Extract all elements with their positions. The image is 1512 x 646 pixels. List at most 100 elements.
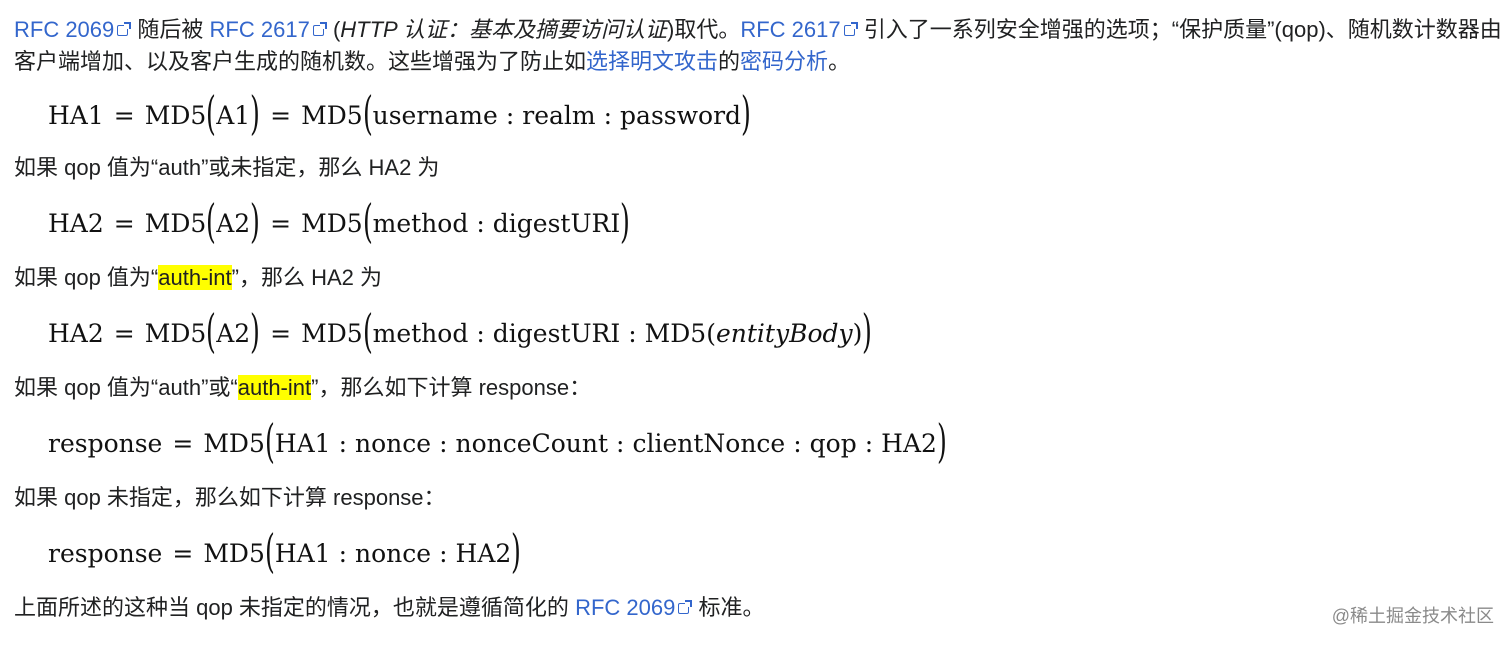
external-link-icon <box>312 22 327 36</box>
equals-sign: = <box>270 100 292 130</box>
paren-right: ) <box>250 86 261 140</box>
rfc2617-link[interactable]: RFC 2617 <box>209 17 310 42</box>
formula-lhs: HA1 <box>48 100 104 130</box>
paren-right: ) <box>936 414 947 468</box>
arg-method: method <box>372 318 469 348</box>
qop-auth-int-paragraph: 如果 qop 值为“auth-int”，那么 HA2 为 <box>14 262 1504 294</box>
highlighted-term: auth-int <box>237 375 312 400</box>
arg-ha1: HA1 <box>274 538 331 568</box>
equals-sign: = <box>113 208 135 238</box>
paren-left: ( <box>206 304 217 358</box>
paren-left: ( <box>206 86 217 140</box>
external-link-icon <box>843 22 858 36</box>
equals-sign: = <box>270 318 292 348</box>
text-end: 。 <box>828 49 851 74</box>
equals-sign: = <box>172 538 194 568</box>
formula-lhs: HA2 <box>48 208 104 238</box>
response-qop-paragraph: 如果 qop 值为“auth”或“auth-int”，那么如下计算 respon… <box>14 372 1504 404</box>
formula-response-no-qop: response = MD5(HA1:nonce:HA2) <box>14 514 1504 592</box>
colon: : <box>476 318 485 348</box>
paren-left: ( <box>362 194 373 248</box>
paragraph-text-before: 如果 qop 值为“auth”或“ <box>14 375 238 400</box>
paren-close-text: )取代。 <box>667 17 741 42</box>
arg-realm: realm <box>522 100 596 130</box>
paren-right: ) <box>862 304 873 358</box>
formula-ha2-auth-int: HA2 = MD5(A2) = MD5(method:digestURI:MD5… <box>14 294 1504 372</box>
formula-ha2-auth: HA2 = MD5(A2) = MD5(method:digestURI) <box>14 184 1504 262</box>
paragraph-text-after: 标准。 <box>698 595 765 620</box>
equals-sign: = <box>113 100 135 130</box>
formula-arg: A2 <box>216 318 251 348</box>
summary-paragraph: 上面所述的这种当 qop 未指定的情况，也就是遵循简化的 RFC 2069 标准… <box>14 592 1504 624</box>
equals-sign: = <box>113 318 135 348</box>
external-link-icon <box>678 600 693 614</box>
formula-lhs: HA2 <box>48 318 104 348</box>
formula-lhs: response <box>48 428 163 458</box>
colon: : <box>338 538 348 568</box>
chosen-plaintext-attack-link[interactable]: 选择明文攻击 <box>586 49 719 74</box>
arg-digest-uri: digestURI <box>492 208 621 238</box>
formula-arg: A2 <box>216 208 251 238</box>
colon: : <box>439 538 448 568</box>
arg-password: password <box>620 100 742 130</box>
colon: : <box>628 318 637 348</box>
inner-paren-left: ( <box>706 318 716 348</box>
paren-left: ( <box>362 86 373 140</box>
colon: : <box>505 100 515 130</box>
rfc2069-link[interactable]: RFC 2069 <box>14 17 115 42</box>
colon: : <box>439 428 448 458</box>
paren-left: ( <box>264 524 275 578</box>
paragraph-text-before: 上面所述的这种当 qop 未指定的情况，也就是遵循简化的 <box>14 595 569 620</box>
paren-right: ) <box>250 304 261 358</box>
formula-arg: A1 <box>216 100 251 130</box>
colon: : <box>476 208 485 238</box>
colon: : <box>603 100 613 130</box>
arg-ha2: HA2 <box>455 538 512 568</box>
text-intro: 引入了一系列安全增强的选项；“保护质量”(qop)、随机数计数器由客户端增加、以… <box>14 17 1502 74</box>
text-replaced-by: 随后被 <box>137 17 204 42</box>
highlighted-term: auth-int <box>158 265 232 290</box>
formula-fn2: MD5 <box>301 100 363 130</box>
formula-fn: MD5 <box>144 100 207 130</box>
intro-paragraph: RFC 2069 随后被 RFC 2617 (HTTP 认证：基本及摘要访问认证… <box>14 0 1504 78</box>
inner-fn: MD5 <box>644 318 707 348</box>
colon: : <box>793 428 802 458</box>
colon: : <box>864 428 874 458</box>
rfc2617-link-b[interactable]: RFC 2617 <box>740 17 841 42</box>
colon: : <box>338 428 348 458</box>
formula-fn: MD5 <box>203 428 265 458</box>
formula-fn: MD5 <box>203 538 265 568</box>
arg-username: username <box>372 100 498 130</box>
arg-ha2: HA2 <box>881 428 937 458</box>
paragraph-text-after: ”，那么如下计算 response： <box>311 375 592 400</box>
arg-digest-uri: digestURI <box>492 318 621 348</box>
paren-open: ( <box>332 17 341 42</box>
formula-response-qop: response = MD5(HA1:nonce:nonceCount:clie… <box>14 404 1504 482</box>
external-link-icon <box>117 22 132 36</box>
inner-arg-entity-body: entityBody <box>715 318 853 348</box>
paragraph-text: 如果 qop 值为“auth”或未指定，那么 HA2 为 <box>14 155 440 180</box>
paragraph-text-before: 如果 qop 值为“ <box>14 265 159 290</box>
rfc2617-title: HTTP 认证：基本及摘要访问认证 <box>340 17 668 42</box>
colon: : <box>616 428 625 458</box>
text-of: 的 <box>718 49 741 74</box>
arg-ha1: HA1 <box>274 428 331 458</box>
cryptanalysis-link[interactable]: 密码分析 <box>740 49 829 74</box>
formula-fn2: MD5 <box>301 318 363 348</box>
paren-left: ( <box>264 414 275 468</box>
formula-ha1: HA1 = MD5(A1) = MD5(username:realm:passw… <box>14 78 1504 152</box>
arg-qop: qop <box>809 428 857 458</box>
formula-fn: MD5 <box>144 318 207 348</box>
arg-nonce: nonce <box>355 428 432 458</box>
paren-left: ( <box>206 194 217 248</box>
paren-left: ( <box>362 304 373 358</box>
arg-method: method <box>372 208 469 238</box>
formula-fn: MD5 <box>144 208 207 238</box>
formula-lhs: response <box>48 538 163 568</box>
paren-right: ) <box>250 194 261 248</box>
arg-nonce: nonce <box>355 538 432 568</box>
paragraph-text-after: ”，那么 HA2 为 <box>231 265 383 290</box>
equals-sign: = <box>270 208 292 238</box>
rfc2069-link-b[interactable]: RFC 2069 <box>575 595 676 620</box>
paren-right: ) <box>620 194 631 248</box>
